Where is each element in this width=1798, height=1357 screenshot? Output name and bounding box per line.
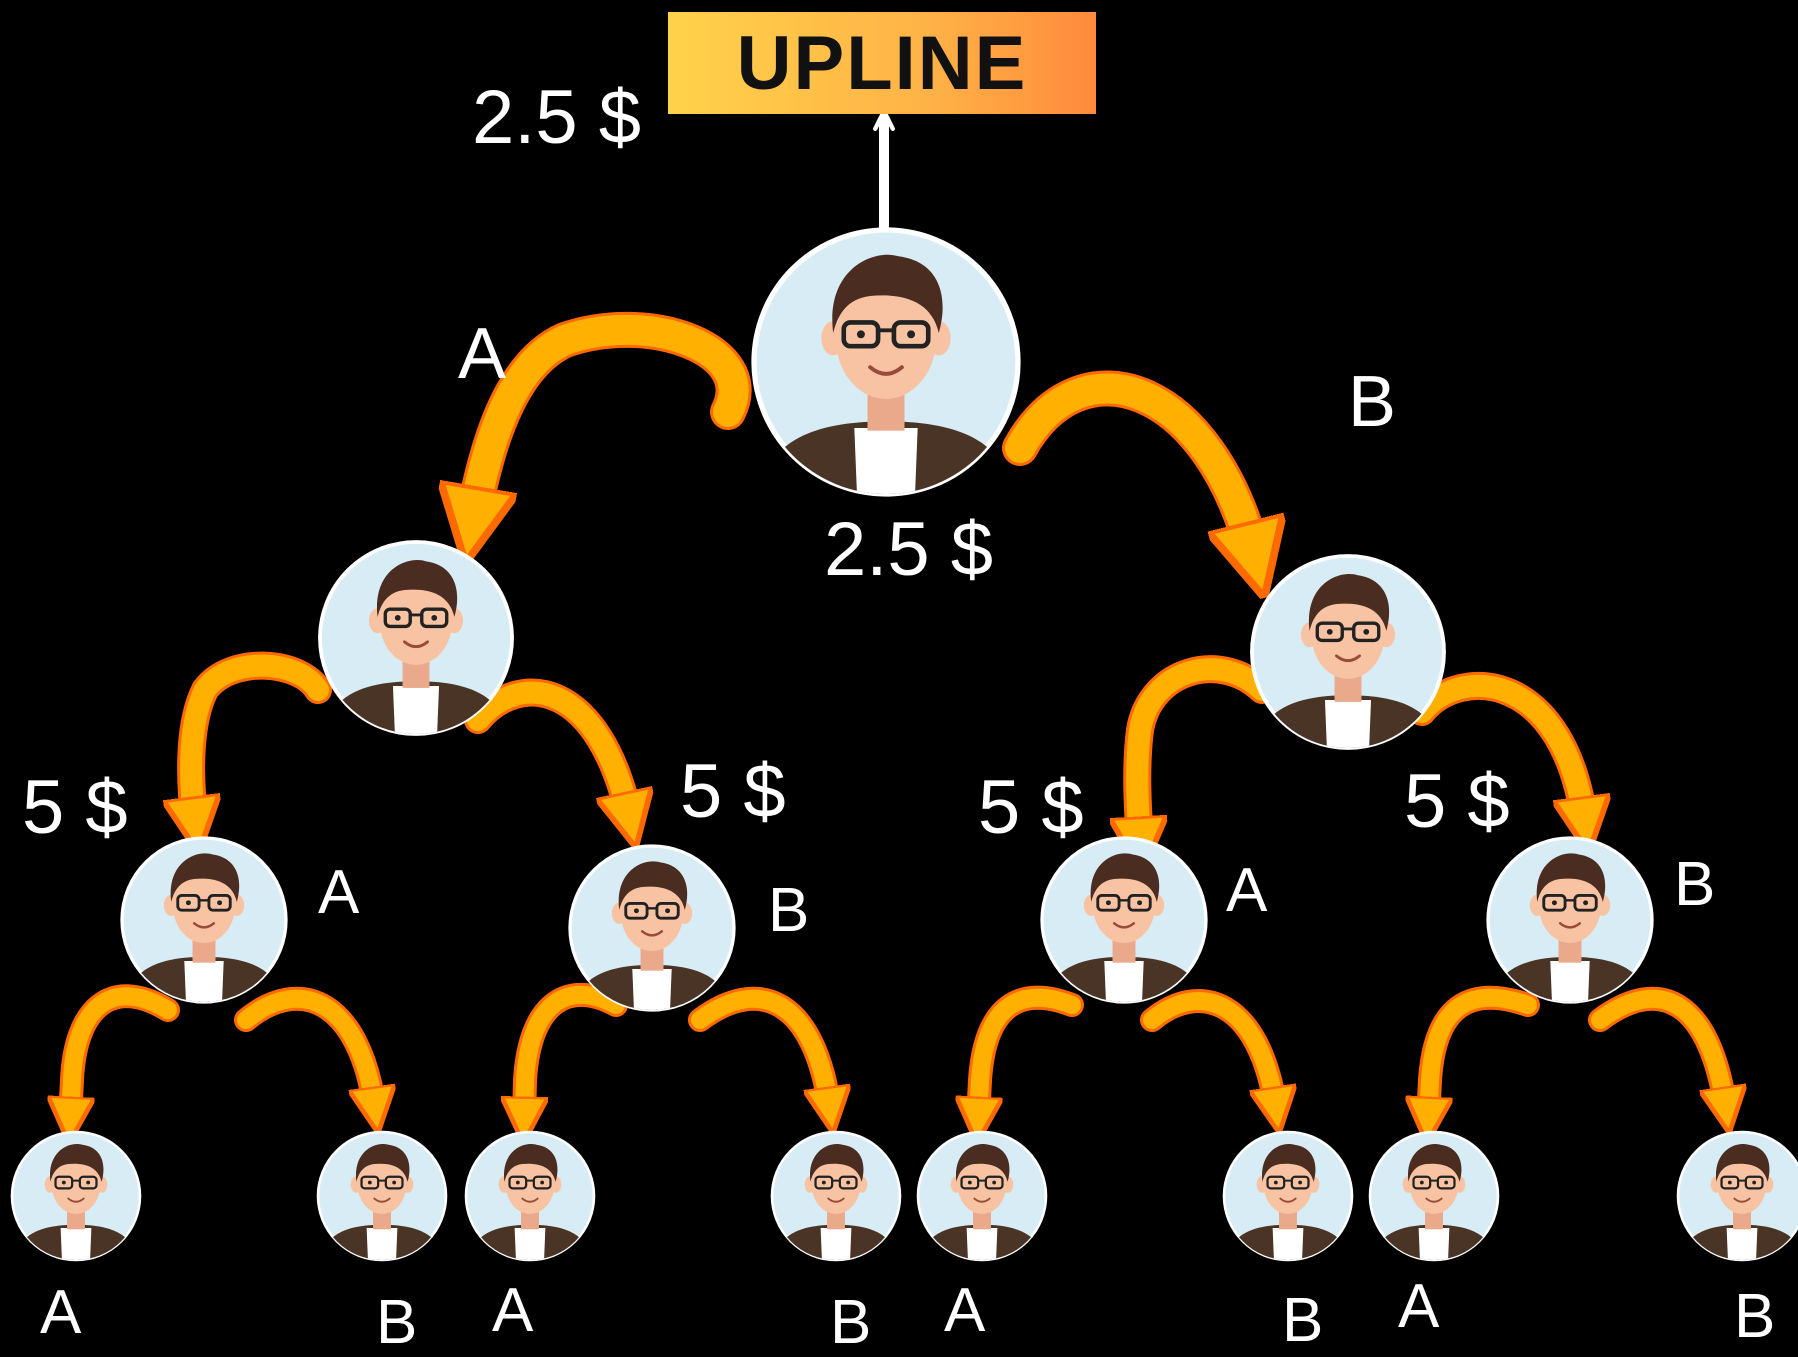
level4-label-4: B — [830, 1288, 872, 1357]
avatar-level4-4 — [770, 1130, 902, 1262]
level3-label-3: A — [1226, 856, 1268, 925]
curved-arrow-icon — [691, 989, 830, 1110]
avatar-level3-1 — [120, 836, 288, 1004]
level4-label-6: B — [1282, 1286, 1324, 1355]
avatar-root — [751, 227, 1021, 497]
upline-amount: 2.5 $ — [472, 75, 642, 160]
curved-arrow-icon — [1005, 373, 1255, 560]
curved-arrow-icon — [472, 314, 749, 525]
amount-l2-right-b: 5 $ — [1404, 759, 1510, 844]
branch-label-left: A — [458, 314, 507, 394]
avatar-level4-3 — [464, 1130, 596, 1262]
upline-box: UPLINE — [668, 12, 1096, 114]
avatar-level2-right — [1250, 554, 1446, 750]
root-amount: 2.5 $ — [824, 507, 994, 592]
avatar-level3-3 — [1040, 836, 1208, 1004]
level4-label-8: B — [1734, 1282, 1776, 1351]
level4-label-7: A — [1398, 1272, 1440, 1341]
level3-label-4: B — [1674, 850, 1716, 919]
branch-label-right: B — [1348, 362, 1397, 442]
curved-arrow-icon — [978, 988, 1081, 1120]
avatar-level4-1 — [10, 1130, 142, 1262]
avatar-level4-7 — [1368, 1130, 1500, 1262]
amount-l2-left-a: 5 $ — [22, 765, 128, 850]
curved-arrow-icon — [237, 989, 375, 1110]
avatar-level2-left — [318, 540, 514, 736]
amount-l2-left-b: 5 $ — [680, 749, 786, 834]
avatar-level4-8 — [1676, 1130, 1798, 1262]
level4-label-1: A — [40, 1278, 82, 1347]
curved-arrow-icon — [1143, 992, 1276, 1110]
curved-arrow-icon — [1591, 989, 1726, 1110]
avatar-level3-4 — [1486, 836, 1654, 1004]
avatar-level4-2 — [316, 1130, 448, 1262]
curved-arrow-icon — [1411, 674, 1585, 825]
avatar-level3-2 — [568, 844, 736, 1012]
curved-arrow-icon — [524, 985, 625, 1120]
curved-arrow-icon — [1428, 988, 1537, 1120]
level4-label-2: B — [376, 1288, 418, 1357]
avatar-level4-5 — [916, 1130, 1048, 1262]
curved-arrow-icon — [467, 681, 630, 820]
curved-arrow-icon — [1137, 658, 1273, 845]
level4-label-3: A — [492, 1276, 534, 1345]
curved-arrow-icon — [191, 654, 329, 825]
amount-l2-right-a: 5 $ — [978, 765, 1084, 850]
level3-label-2: B — [768, 876, 810, 945]
avatar-level4-6 — [1222, 1130, 1354, 1262]
level4-label-5: A — [944, 1276, 986, 1345]
upline-label: UPLINE — [736, 20, 1028, 106]
curved-arrow-icon — [70, 987, 177, 1120]
level3-label-1: A — [318, 858, 360, 927]
